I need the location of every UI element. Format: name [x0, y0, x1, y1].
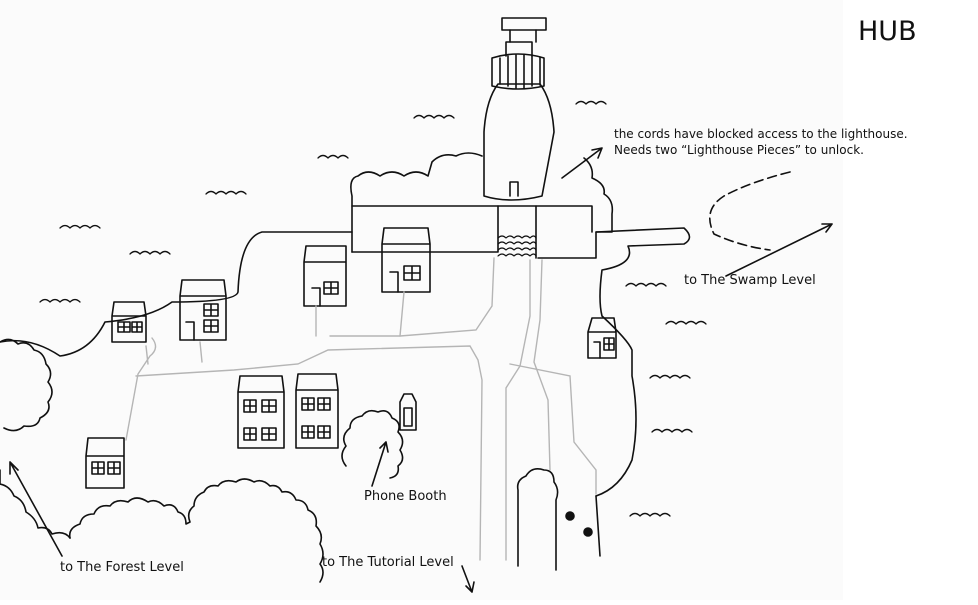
house-5 [85, 437, 125, 489]
tutorial-arrow [461, 565, 475, 593]
south-forest-bush-2 [68, 478, 324, 583]
swamp-outline [708, 171, 791, 251]
phone-booth-bush [341, 409, 404, 479]
phone-booth-label: Phone Booth [364, 489, 447, 504]
lighthouse-note-arrow [561, 147, 603, 179]
cliff-edge [350, 152, 614, 259]
phone-booth [399, 393, 417, 431]
island-coastline [0, 231, 353, 357]
rock-2 [583, 527, 593, 537]
sketch-paper [0, 0, 843, 600]
house-2 [179, 279, 227, 341]
lighthouse-note-line1: the cords have blocked access to the lig… [614, 127, 908, 141]
house-6 [237, 375, 285, 449]
house-3 [303, 245, 347, 307]
southeast-bush [516, 468, 559, 571]
house-4 [381, 227, 431, 293]
phone-booth-arrow [371, 441, 389, 487]
hub-title: HUB [858, 16, 917, 47]
tutorial-level-label: to The Tutorial Level [322, 555, 454, 570]
house-7 [295, 373, 339, 449]
lighthouse [483, 17, 555, 201]
blocking-cords [497, 235, 537, 257]
walking-paths [125, 257, 597, 561]
island-south-coast [595, 495, 601, 557]
swamp-arrow [725, 223, 833, 277]
lighthouse-note-line2: Needs two “Lighthouse Pieces” to unlock. [614, 143, 864, 157]
rock-1 [565, 511, 575, 521]
island-east-coast [595, 227, 691, 497]
west-forest-bush [0, 338, 53, 432]
south-forest-bush [0, 469, 71, 539]
water-waves [39, 100, 707, 517]
house-1 [111, 301, 147, 343]
forest-level-label: to The Forest Level [60, 560, 184, 575]
forest-arrow [9, 461, 63, 557]
swamp-level-label: to The Swamp Level [684, 273, 816, 288]
house-8 [587, 317, 617, 359]
